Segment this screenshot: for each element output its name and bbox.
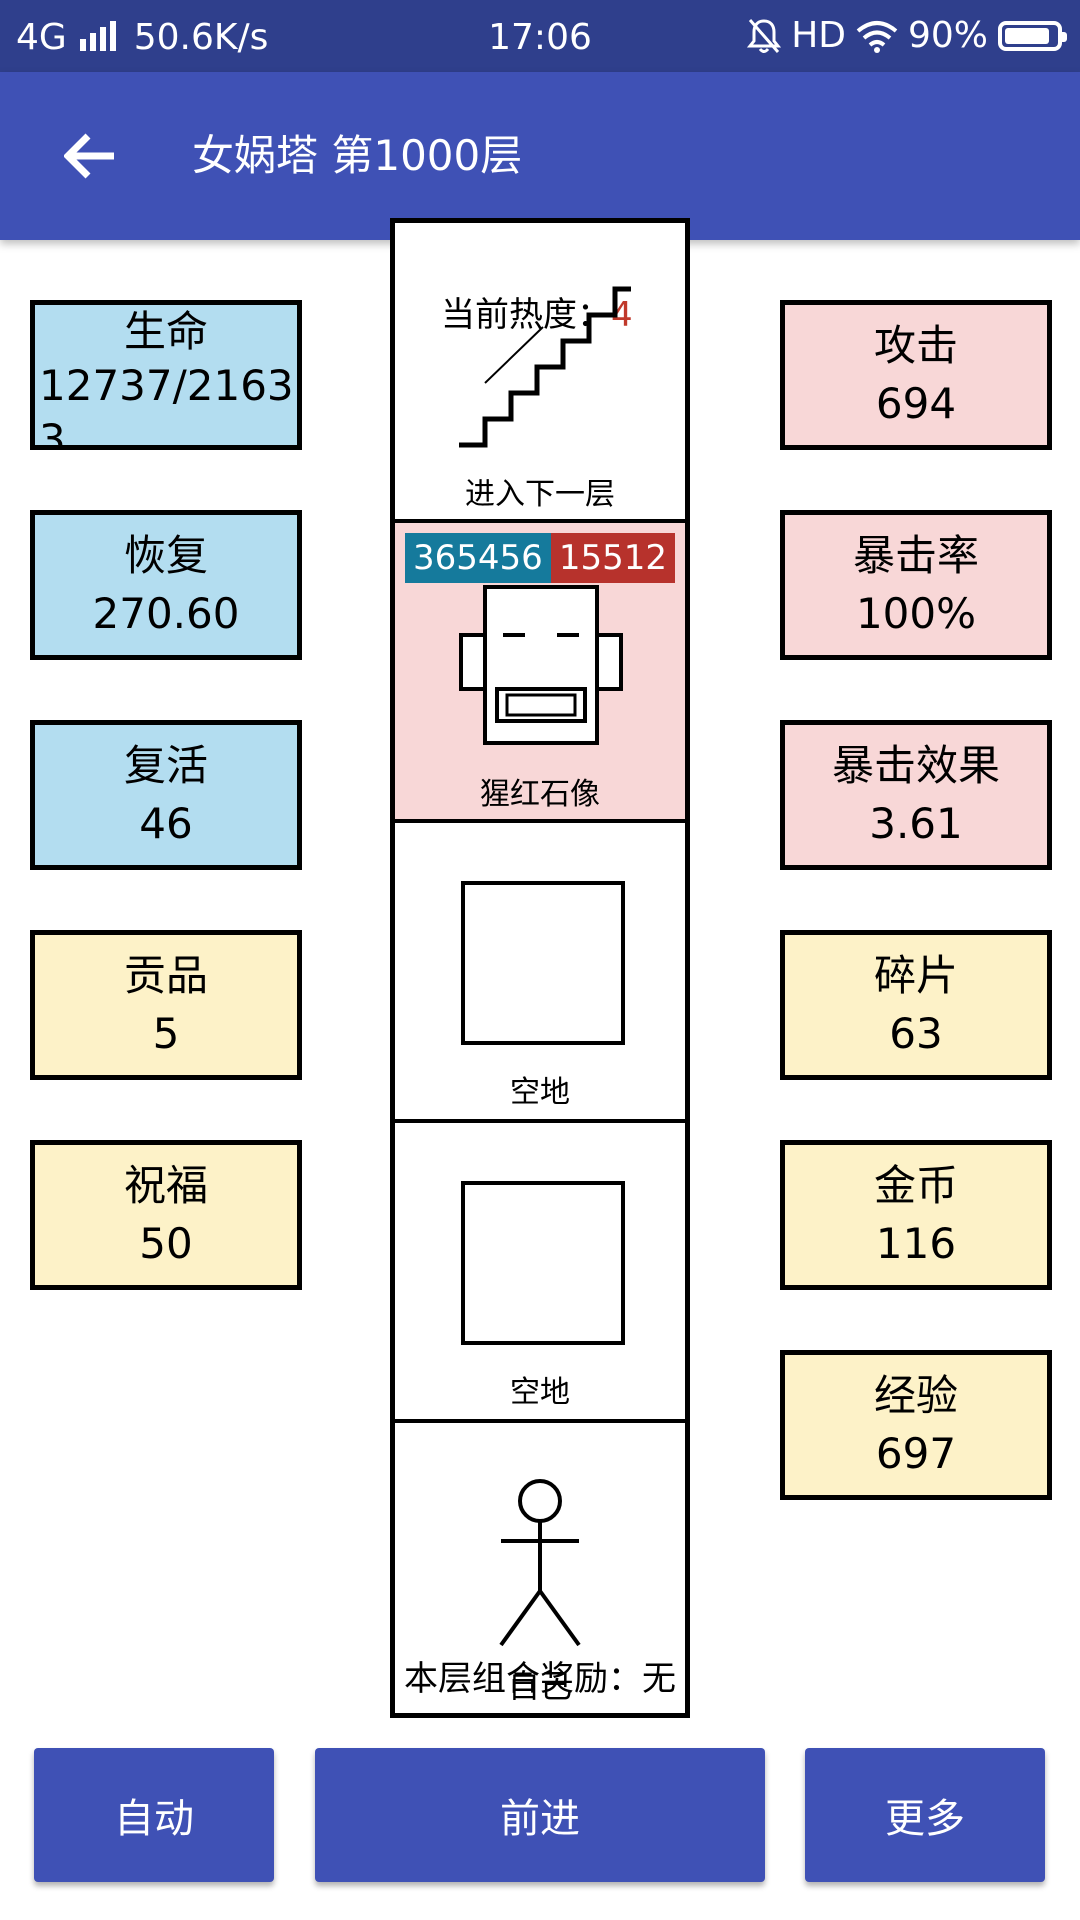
back-button[interactable] bbox=[48, 114, 132, 198]
stat-value: 100% bbox=[855, 589, 977, 638]
network-speed: 50.6K/s bbox=[133, 17, 269, 58]
stat-value: 3.61 bbox=[869, 799, 963, 848]
auto-button[interactable]: 自动 bbox=[34, 1748, 274, 1882]
stat-regen: 恢复 270.60 bbox=[30, 510, 302, 660]
stat-label: 经验 bbox=[873, 1371, 958, 1420]
battery-percent: 90% bbox=[907, 15, 988, 56]
monster-hp-badge: 365456 bbox=[405, 533, 551, 583]
stat-label: 恢复 bbox=[123, 531, 208, 580]
stat-label: 暴击率 bbox=[852, 531, 979, 580]
stat-value: 5 bbox=[152, 1009, 180, 1058]
stairs-icon bbox=[459, 286, 631, 448]
tower-cell-empty[interactable]: 空地 bbox=[395, 823, 685, 1123]
tower-cell-empty[interactable]: 空地 bbox=[395, 1123, 685, 1423]
stat-experience: 经验 697 bbox=[780, 1350, 1052, 1500]
stat-label: 复活 bbox=[123, 741, 208, 790]
tower-column: 当前热度：4 进入下一层 365456 15512 猩红石像 空地 空地 bbox=[390, 218, 690, 1718]
stat-value: 50 bbox=[139, 1219, 193, 1268]
player-name: 自己 bbox=[507, 1667, 572, 1705]
stat-value: 46 bbox=[139, 799, 193, 848]
network-type: 4G bbox=[16, 17, 67, 58]
empty-label: 空地 bbox=[510, 1375, 570, 1410]
more-button[interactable]: 更多 bbox=[805, 1748, 1045, 1882]
stat-attack: 攻击 694 bbox=[780, 300, 1052, 450]
stat-crit-rate: 暴击率 100% bbox=[780, 510, 1052, 660]
stat-value: 12737/21633 bbox=[39, 361, 294, 450]
stat-label: 攻击 bbox=[873, 321, 958, 370]
stat-label: 金币 bbox=[873, 1161, 958, 1210]
stat-value: 697 bbox=[875, 1429, 957, 1478]
stat-hp: 生命 12737/21633 bbox=[30, 300, 302, 450]
stat-value: 63 bbox=[889, 1009, 943, 1058]
monster-attack-badge: 15512 bbox=[550, 533, 675, 583]
stat-gold: 金币 116 bbox=[780, 1140, 1052, 1290]
stat-label: 贡品 bbox=[123, 951, 208, 1000]
battery-icon bbox=[998, 21, 1067, 51]
stat-label: 生命 bbox=[123, 307, 208, 356]
clock: 17:06 bbox=[488, 17, 592, 58]
stat-revive: 复活 46 bbox=[30, 720, 302, 870]
empty-tile-icon bbox=[461, 1181, 625, 1345]
stone-statue-icon bbox=[459, 585, 623, 745]
hd-indicator: HD bbox=[791, 15, 846, 56]
tower-cell-stairs[interactable]: 当前热度：4 进入下一层 bbox=[395, 223, 685, 523]
stat-value: 694 bbox=[875, 379, 957, 428]
heat-label: 当前热度： bbox=[441, 295, 611, 335]
stat-tribute: 贡品 5 bbox=[30, 930, 302, 1080]
status-bar: 4G 50.6K/s 17:06 HD 90% bbox=[0, 0, 1080, 72]
heat-indicator: 当前热度：4 bbox=[441, 287, 633, 336]
stat-blessing: 祝福 50 bbox=[30, 1140, 302, 1290]
stat-label: 碎片 bbox=[873, 951, 958, 1000]
status-icons: HD 90% bbox=[747, 0, 1067, 72]
signal-bars-icon bbox=[80, 21, 117, 51]
app-bar: 女娲塔 第1000层 bbox=[0, 72, 1080, 240]
stat-crit-effect: 暴击效果 3.61 bbox=[780, 720, 1052, 870]
empty-tile-icon bbox=[461, 881, 625, 1045]
bell-off-icon bbox=[747, 19, 782, 53]
floor-reward: 本层组合奖励：无 bbox=[404, 1659, 676, 1699]
arrow-left-icon bbox=[64, 133, 114, 179]
empty-label: 空地 bbox=[510, 1075, 570, 1110]
network-status: 4G 50.6K/s bbox=[16, 0, 268, 72]
stat-value: 270.60 bbox=[92, 589, 240, 638]
page-title: 女娲塔 第1000层 bbox=[192, 131, 523, 180]
forward-button[interactable]: 前进 bbox=[315, 1748, 765, 1882]
wifi-icon bbox=[856, 21, 898, 53]
monster-name: 猩红石像 bbox=[480, 777, 600, 812]
tower-cell-player[interactable]: 自己 本层组合奖励：无 bbox=[395, 1423, 685, 1713]
stick-figure-icon bbox=[499, 1479, 581, 1647]
stat-label: 暴击效果 bbox=[831, 741, 1000, 790]
stat-fragments: 碎片 63 bbox=[780, 930, 1052, 1080]
stat-value: 116 bbox=[875, 1219, 957, 1268]
stat-label: 祝福 bbox=[123, 1161, 208, 1210]
tower-cell-monster[interactable]: 365456 15512 猩红石像 bbox=[395, 523, 685, 823]
next-floor-label: 进入下一层 bbox=[465, 477, 615, 512]
